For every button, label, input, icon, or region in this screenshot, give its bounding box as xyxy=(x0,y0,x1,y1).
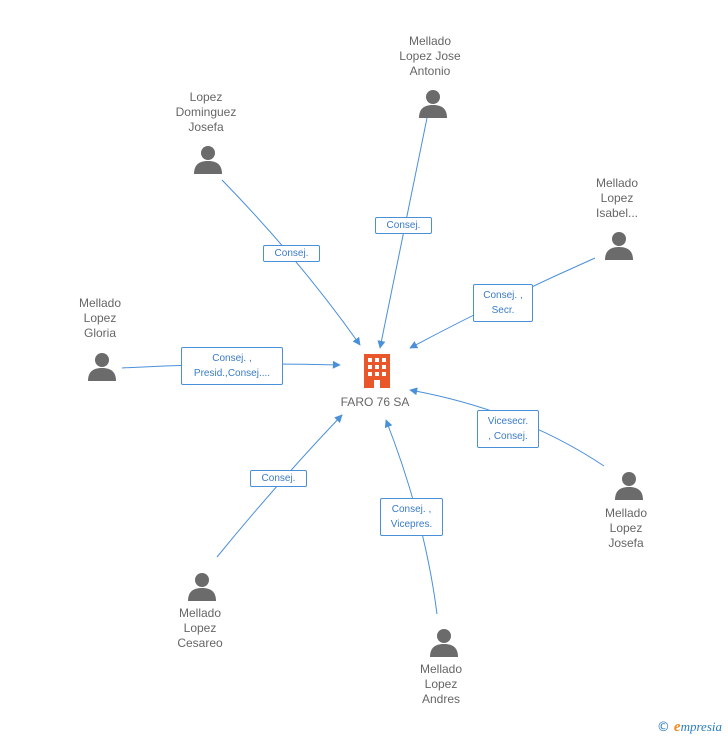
person-icon[interactable] xyxy=(418,88,448,118)
person-icon[interactable] xyxy=(604,230,634,260)
person-icon[interactable] xyxy=(614,470,644,500)
company-name[interactable]: FARO 76 SA xyxy=(340,395,410,409)
brand-logo-initial: e xyxy=(673,719,681,735)
role-label[interactable]: Consej. ,Secr. xyxy=(473,284,533,322)
copyright-icon: © xyxy=(656,720,670,735)
person-icon[interactable] xyxy=(429,627,459,657)
role-label[interactable]: Consej. xyxy=(263,245,320,262)
person-icon[interactable] xyxy=(193,144,223,174)
building-icon[interactable] xyxy=(362,354,392,393)
role-label[interactable]: Vicesecr., Consej. xyxy=(477,410,539,448)
role-label[interactable]: Consej. xyxy=(250,470,307,487)
brand-logo-text: mpresia xyxy=(680,719,722,734)
relationship-edge xyxy=(221,179,361,346)
person-icon[interactable] xyxy=(87,351,117,381)
role-label[interactable]: Consej. xyxy=(375,217,432,234)
person-icon[interactable] xyxy=(187,571,217,601)
role-label[interactable]: Consej. ,Presid.,Consej.... xyxy=(181,347,283,385)
relationship-edge xyxy=(377,117,428,349)
role-label[interactable]: Consej. ,Vicepres. xyxy=(380,498,443,536)
brand-footer: ©empresia xyxy=(657,719,722,736)
